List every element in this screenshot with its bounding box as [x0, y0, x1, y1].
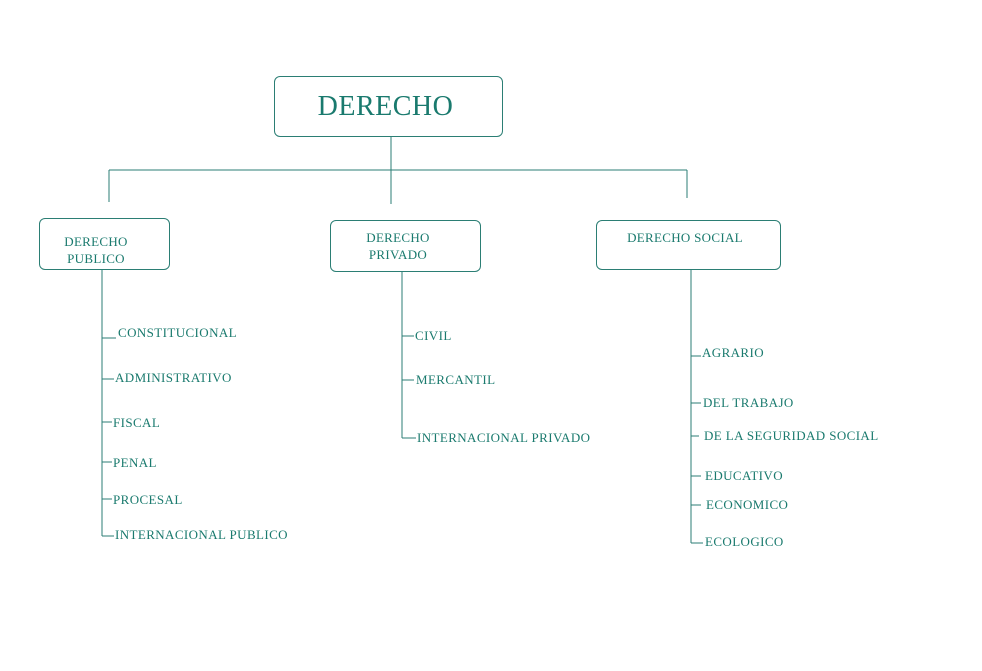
- leaf-seguridad-social: DE LA SEGURIDAD SOCIAL: [704, 428, 879, 443]
- category-derecho-publico: DERECHO PUBLICO: [39, 218, 170, 270]
- category-derecho-privado: DERECHO PRIVADO: [330, 220, 481, 272]
- category-label: DERECHO SOCIAL: [627, 230, 743, 245]
- leaf-internacional-privado: INTERNACIONAL PRIVADO: [417, 430, 591, 445]
- leaf-procesal: PROCESAL: [113, 492, 183, 507]
- leaf-penal: PENAL: [113, 455, 157, 470]
- leaf-constitucional: CONSTITUCIONAL: [118, 325, 237, 340]
- root-node: DERECHO: [274, 76, 503, 137]
- leaf-civil: CIVIL: [415, 328, 452, 343]
- leaf-ecologico: ECOLOGICO: [705, 534, 784, 549]
- leaf-internacional-publico: INTERNACIONAL PUBLICO: [115, 527, 288, 542]
- category-label: DERECHO PUBLICO: [64, 234, 128, 266]
- leaf-economico: ECONOMICO: [706, 497, 789, 512]
- leaf-educativo: EDUCATIVO: [705, 468, 783, 483]
- root-title: DERECHO: [317, 90, 454, 122]
- category-label: DERECHO PRIVADO: [366, 230, 430, 262]
- leaf-mercantil: MERCANTIL: [416, 372, 496, 387]
- leaf-administrativo: ADMINISTRATIVO: [115, 370, 232, 385]
- leaf-del-trabajo: DEL TRABAJO: [703, 395, 794, 410]
- category-derecho-social: DERECHO SOCIAL: [596, 220, 781, 270]
- leaf-agrario: AGRARIO: [702, 345, 765, 360]
- leaf-fiscal: FISCAL: [113, 415, 161, 430]
